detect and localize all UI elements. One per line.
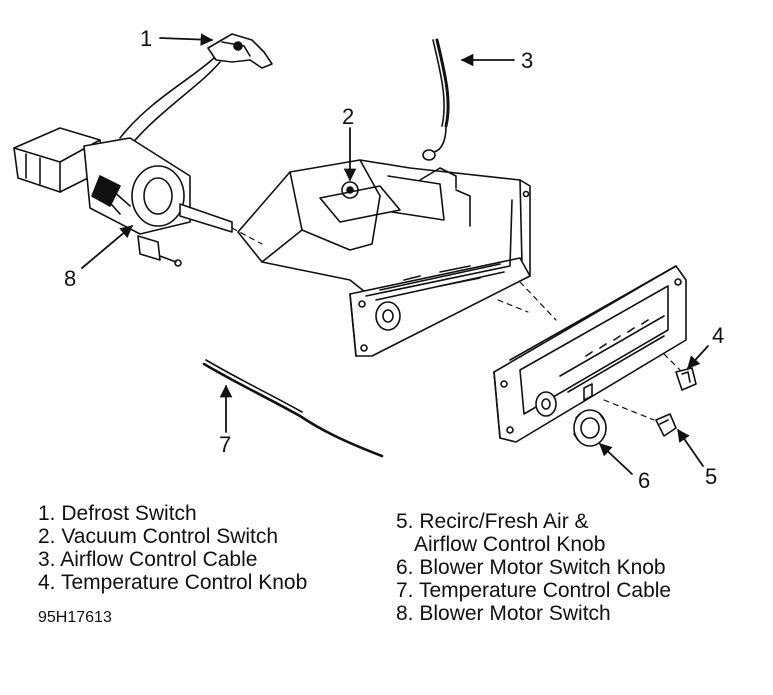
blower-motor-switch-knob — [573, 409, 607, 447]
legend-item-recirc-fresh-air-cont: Airflow Control Knob — [414, 533, 606, 556]
callout-8: 8 — [64, 266, 76, 291]
callout-arrows — [81, 33, 709, 475]
legend-item-blower-motor-switch-knob: 6. Blower Motor Switch Knob — [396, 556, 666, 579]
legend-left: 1. Defrost Switch 2. Vacuum Control Swit… — [38, 502, 307, 594]
control-head-body — [237, 159, 531, 357]
blower-motor-switch — [13, 127, 233, 267]
callout-2: 2 — [342, 104, 354, 129]
control-panel-bezel — [493, 265, 687, 443]
legend-right: 5. Recirc/Fresh Air & Airflow Control Kn… — [396, 510, 671, 625]
callout-7: 7 — [219, 432, 231, 457]
legend-item-temperature-control-knob: 4. Temperature Control Knob — [38, 571, 308, 594]
callout-5: 5 — [705, 464, 717, 489]
legend-item-airflow-control-cable: 3. Airflow Control Cable — [38, 548, 258, 571]
legend-item-temperature-control-cable: 7. Temperature Control Cable — [396, 579, 672, 602]
legend-item-recirc-fresh-air: 5. Recirc/Fresh Air & — [396, 510, 589, 533]
callout-4: 4 — [712, 323, 724, 348]
callout-3: 3 — [521, 48, 533, 73]
legend-item-blower-motor-switch: 8. Blower Motor Switch — [396, 602, 611, 625]
legend-item-vacuum-control-switch: 2. Vacuum Control Switch — [38, 525, 279, 548]
callout-1: 1 — [140, 26, 152, 51]
defrost-switch — [119, 33, 273, 147]
temperature-control-knob — [675, 367, 697, 391]
airflow-control-cable — [422, 38, 450, 161]
legend-item-defrost-switch: 1. Defrost Switch — [38, 502, 197, 525]
assembly-guide-lines — [231, 227, 681, 421]
figure-id: 95H17613 — [38, 609, 112, 626]
temperature-control-cable — [202, 359, 384, 458]
callout-6: 6 — [638, 468, 650, 493]
recirc-airflow-knob — [655, 413, 677, 437]
